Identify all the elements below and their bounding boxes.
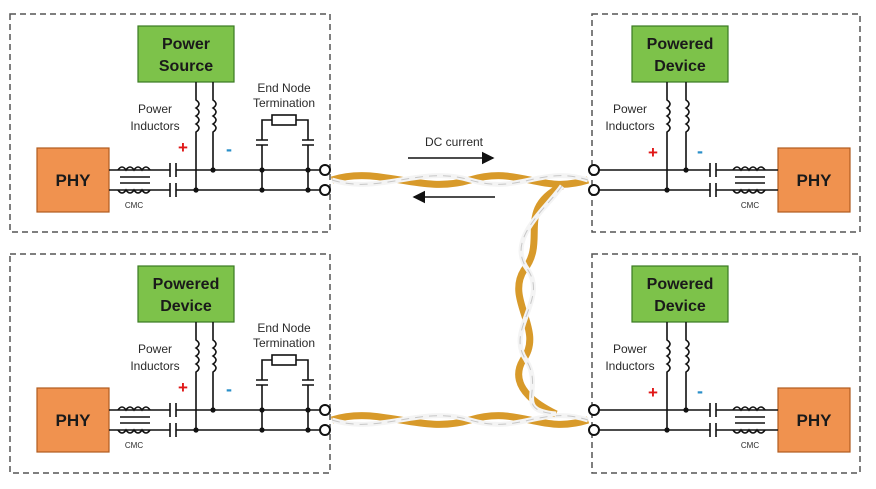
phy-box xyxy=(777,387,851,453)
cmc-label: CMC xyxy=(125,201,143,210)
cable-vertical-texture xyxy=(519,185,563,415)
connector-terminal xyxy=(319,424,331,436)
plus-sign: + xyxy=(178,138,188,157)
powered-device-box xyxy=(137,265,235,323)
phy-label: PHY xyxy=(56,411,92,430)
connector-terminal xyxy=(588,424,600,436)
connector-terminal xyxy=(319,404,331,416)
power-inductors-label-line2: Inductors xyxy=(605,119,654,133)
panel-bottom-left: Powered Device PHY Power Inductors End N… xyxy=(9,253,331,474)
plus-sign: + xyxy=(178,378,188,397)
connector-terminal xyxy=(588,184,600,196)
panel-border xyxy=(9,13,331,233)
twisted-pair-cables xyxy=(330,172,590,428)
cable-vertical xyxy=(515,182,564,418)
phy-label: PHY xyxy=(797,411,833,430)
power-source-label-line2: Source xyxy=(159,58,213,75)
power-inductors-label-line1: Power xyxy=(138,342,172,356)
phy-label: PHY xyxy=(797,171,833,190)
powered-device-label-line2: Device xyxy=(160,298,212,315)
dc-current-label: DC current xyxy=(425,135,484,149)
powered-device-label-line2: Device xyxy=(654,298,706,315)
minus-sign: - xyxy=(697,141,703,161)
junction-dots xyxy=(193,407,311,433)
panel-border xyxy=(591,253,861,474)
panel-top-right: Powered Device PHY Power Inductors CMC +… xyxy=(588,13,861,233)
powered-device-label-line2: Device xyxy=(654,58,706,75)
cable-top-white xyxy=(331,173,589,187)
cable-bottom-white xyxy=(331,413,589,427)
power-source-box xyxy=(137,25,235,83)
panel-top-left: Power Source PHY Power Inductors End Nod… xyxy=(9,13,331,233)
cable-vertical-white xyxy=(517,184,565,417)
connector-terminal xyxy=(319,164,331,176)
connector-terminal xyxy=(319,184,331,196)
circuit-lines xyxy=(109,82,323,197)
minus-sign: - xyxy=(697,381,703,401)
phy-label: PHY xyxy=(56,171,92,190)
powered-device-box xyxy=(631,265,729,323)
end-node-termination-label-line1: End Node xyxy=(257,81,311,95)
phy-box xyxy=(36,387,110,453)
panel-bottom-right: Powered Device PHY Power Inductors CMC +… xyxy=(588,253,861,474)
cmc-label: CMC xyxy=(741,441,759,450)
circuit-lines xyxy=(599,322,778,437)
circuit-lines xyxy=(109,322,323,437)
circuit-lines xyxy=(599,82,778,197)
end-node-termination-label-line2: Termination xyxy=(253,336,315,350)
junction-dots xyxy=(664,167,689,193)
phy-box xyxy=(777,147,851,213)
cmc-label: CMC xyxy=(125,441,143,450)
panel-border xyxy=(591,13,861,233)
cmc-label: CMC xyxy=(741,201,759,210)
power-inductors-label-line1: Power xyxy=(613,342,647,356)
end-node-termination-label-line2: Termination xyxy=(253,96,315,110)
connector-terminal xyxy=(588,164,600,176)
power-inductors-label-line1: Power xyxy=(613,102,647,116)
connector-terminal xyxy=(588,404,600,416)
power-inductors-label-line2: Inductors xyxy=(130,359,179,373)
junction-dots xyxy=(193,167,311,193)
power-inductors-label-line2: Inductors xyxy=(130,119,179,133)
power-source-label-line1: Power xyxy=(162,36,210,53)
minus-sign: - xyxy=(226,139,232,159)
powered-device-label-line1: Powered xyxy=(647,276,714,293)
powered-device-label-line1: Powered xyxy=(153,276,220,293)
end-node-termination-label-line1: End Node xyxy=(257,321,311,335)
power-inductors-label-line1: Power xyxy=(138,102,172,116)
powered-device-label-line1: Powered xyxy=(647,36,714,53)
plus-sign: + xyxy=(648,143,658,162)
power-inductors-label-line2: Inductors xyxy=(605,359,654,373)
panel-border xyxy=(9,253,331,474)
junction-dots xyxy=(664,407,689,433)
phy-box xyxy=(36,147,110,213)
powered-device-box xyxy=(631,25,729,83)
plus-sign: + xyxy=(648,383,658,402)
minus-sign: - xyxy=(226,379,232,399)
